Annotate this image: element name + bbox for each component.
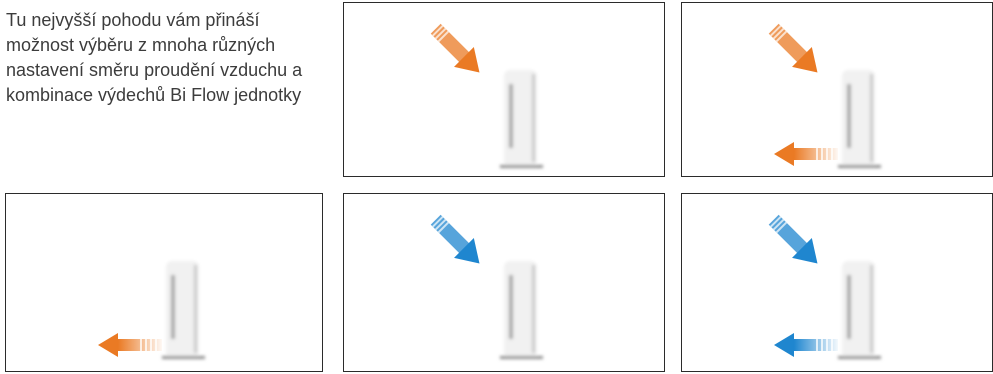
upper-airflow-arrow xyxy=(424,208,489,273)
lower-airflow-arrow xyxy=(98,333,162,357)
airflow-illustration xyxy=(6,194,322,371)
airflow-panel-cooling-bi-flow xyxy=(681,193,993,372)
indoor-unit-silhouette xyxy=(162,261,205,359)
airflow-illustration xyxy=(344,3,664,176)
intro-text: Tu nejvyšší pohodu vám přináší možnost v… xyxy=(6,8,326,108)
indoor-unit-silhouette xyxy=(838,70,881,168)
airflow-illustration xyxy=(682,194,992,371)
airflow-panel-cooling-upward xyxy=(343,193,665,372)
airflow-panel-heating-bi-flow xyxy=(681,2,993,177)
indoor-unit-silhouette xyxy=(500,261,543,359)
upper-airflow-arrow xyxy=(424,17,489,82)
indoor-unit-silhouette xyxy=(838,261,881,359)
upper-airflow-arrow xyxy=(762,208,827,273)
lower-airflow-arrow xyxy=(774,142,838,166)
upper-airflow-arrow xyxy=(762,17,827,82)
indoor-unit-silhouette xyxy=(500,70,543,168)
lower-airflow-arrow xyxy=(774,333,838,357)
airflow-panel-heating-upward xyxy=(343,2,665,177)
airflow-illustration xyxy=(682,3,992,176)
airflow-illustration xyxy=(344,194,664,371)
airflow-panel-heating-downward xyxy=(5,193,323,372)
